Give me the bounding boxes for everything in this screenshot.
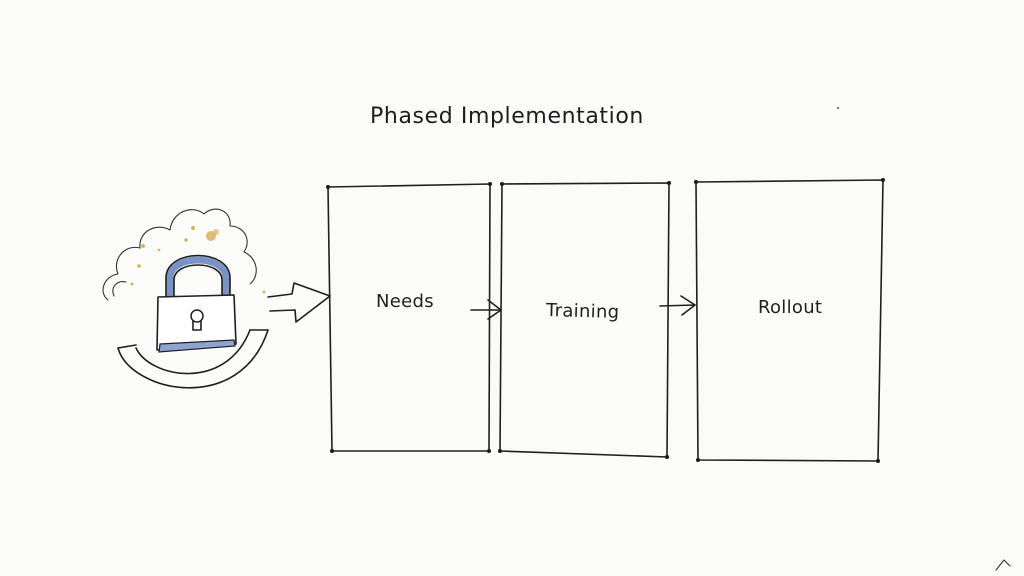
phase-box-needs: [326, 182, 492, 453]
phase-label-needs: Needs: [376, 291, 434, 312]
corner-scribble: [995, 559, 1011, 571]
sparkle-dots: [130, 226, 266, 294]
phase-box-rollout: [694, 178, 885, 463]
arrow-right-icon: [659, 295, 696, 316]
curved-base: [117, 329, 269, 389]
block-arrow-icon: [267, 282, 331, 323]
arrow-right-icon: [470, 299, 502, 320]
phase-label-training: Training: [545, 300, 620, 323]
stray-dot: [837, 107, 839, 109]
phase-label-rollout: Rollout: [758, 297, 823, 318]
padlock-icon: [156, 254, 237, 353]
phase-box-training: [498, 181, 671, 459]
page-title: Phased Implementation: [370, 104, 644, 129]
cloud-icon: [102, 208, 257, 301]
